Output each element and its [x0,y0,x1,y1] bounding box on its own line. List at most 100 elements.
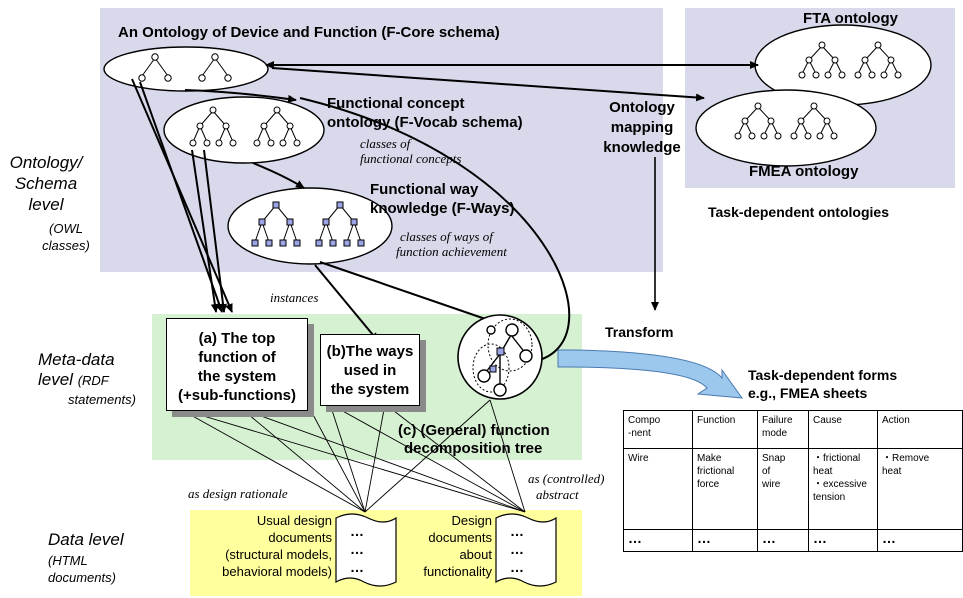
fvocab-label: Functional concept ontology (F-Vocab sch… [327,94,523,132]
ways-used-card: (b)The ways used in the system [320,334,420,406]
fcore-ontology-ellipse [103,46,269,92]
fvocab-note-line-2: functional concepts [360,151,462,166]
doc1-line-1: Usual design [256,513,332,528]
ontology-sub-line-1: (OWL [49,221,83,236]
ontology-level-line-1: Ontology/ [9,153,83,172]
mapping-knowledge-label: Ontology mapping knowledge [594,98,690,158]
data-sub-line-1: (HTML [48,553,88,568]
doc2-dots-2: … [510,541,524,557]
fways-line-1: Functional way [370,181,479,198]
meta-level-label: Meta-data level (RDF [38,350,115,391]
fmea-header-cell: Compo -nent [623,410,693,449]
meta-level-sublabel: statements) [68,392,136,407]
fvocab-note: classes of functional concepts [360,136,461,166]
doc2-dots-1: … [510,523,524,539]
fways-ellipse [227,187,393,265]
data-sub-line-2: documents) [48,570,116,585]
fways-label: Functional way knowledge (F-Ways) [370,180,514,218]
fmea-data-row: Wire Make frictional force Snap of wire … [623,448,963,530]
doc1-dots-3: … [350,559,364,575]
fways-line-2: knowledge (F-Ways) [370,200,515,217]
fmea-cell: Make frictional force [692,448,758,530]
fmea-header-cell: Cause [808,410,878,449]
top-function-line-2: function of [198,349,276,366]
mapping-line-2: mapping [610,119,674,136]
fmea-header-cell: Function [692,410,758,449]
task-forms-label: Task-dependent forms e.g., FMEA sheets [748,366,897,402]
rationale-lines [179,399,526,513]
doc2-dots-3: … [510,559,524,575]
fmea-cell: … [877,529,963,552]
controlled-line-2: abstract [536,487,579,502]
ontology-level-line-2: Schema [14,174,78,193]
design-rationale-label: as design rationale [188,486,288,501]
tree-line-2: decomposition tree [404,440,543,457]
document-scroll-1 [335,513,397,587]
fmea-cell: ・Remove heat [877,448,963,530]
fmea-cell: Snap of wire [757,448,809,530]
doc2-line-3: about [459,547,492,562]
fvocab-line-2: ontology (F-Vocab schema) [327,114,523,131]
fcore-title: An Ontology of Device and Function (F-Co… [118,24,500,41]
top-function-line-4: (+sub-functions) [178,387,296,404]
data-level-label: Data level [48,530,124,549]
task-forms-line-2: e.g., FMEA sheets [748,385,868,401]
fvocab-note-line-1: classes of [360,136,411,151]
transform-label: Transform [605,324,674,340]
task-forms-line-1: Task-dependent forms [748,367,898,383]
ontology-level-line-3: level [28,195,64,214]
meta-level-line-2: level [38,370,73,389]
top-function-card: (a) The top function of the system (+sub… [166,318,308,411]
fmea-label: FMEA ontology [749,163,859,180]
fta-label: FTA ontology [803,10,898,27]
ontology-sub-line-2: classes) [42,238,90,253]
fmea-ontology-ellipse [695,89,877,167]
fmea-sheet-table: Compo -nent Function Failure mode Cause … [623,410,963,552]
fta-ontology-ellipse [754,24,932,106]
ontology-level-sublabel: (OWL classes) [38,220,94,254]
fmea-header-cell: Action [877,410,963,449]
ways-used-line-1: (b)The ways [326,343,414,360]
fways-note-line-2: function achievement [396,244,507,259]
ways-used-line-2: used in [343,362,397,379]
mapping-line-3: knowledge [603,139,681,156]
doc1-ellipsis: … … … [350,522,364,576]
fmea-cell: Wire [623,448,693,530]
transform-arrow [557,349,744,399]
doc2-line-1: Design [451,513,492,528]
instances-label: instances [270,290,319,305]
document-scroll-2 [495,513,557,587]
ontology-level-label: Ontology/ Schema level [8,152,84,215]
top-function-line-3: the system [197,368,277,385]
meta-sub-inline: (RDF [77,373,109,388]
fways-note: classes of ways of function achievement [396,229,507,259]
fvocab-ontology-ellipse [163,96,325,164]
fvocab-line-1: Functional concept [327,95,465,112]
task-ontologies-caption: Task-dependent ontologies [708,204,889,220]
fmea-header-cell: Failure mode [757,410,809,449]
doc2-line-2: documents [428,530,492,545]
ontology-arrows [131,61,759,365]
mapping-line-1: Ontology [609,99,675,116]
data-level-sublabel: (HTML documents) [48,552,116,586]
functionality-documents-label: Design documents about functionality [404,512,492,580]
doc1-dots-1: … [350,523,364,539]
doc1-dots-2: … [350,541,364,557]
meta-level-line-1: Meta-data [38,350,115,369]
fmea-cell: ・frictional heat ・excessive tension [808,448,878,530]
usual-design-documents-label: Usual design documents (structural model… [200,512,332,580]
fmea-ellipsis-row: … … … … … [623,529,963,552]
doc1-line-4: behavioral models) [222,564,332,579]
fmea-header-row: Compo -nent Function Failure mode Cause … [623,410,963,449]
controlled-abstract-label: as (controlled) abstract [528,471,604,503]
fmea-cell: … [757,529,809,552]
controlled-line-1: as (controlled) [528,471,605,486]
ways-used-line-3: the system [330,381,410,398]
doc2-line-4: functionality [423,564,492,579]
doc2-ellipsis: … … … [510,522,524,576]
function-tree-label: (c) (General) function decomposition tre… [398,422,550,458]
doc1-line-2: documents [268,530,332,545]
fmea-cell: … [808,529,878,552]
